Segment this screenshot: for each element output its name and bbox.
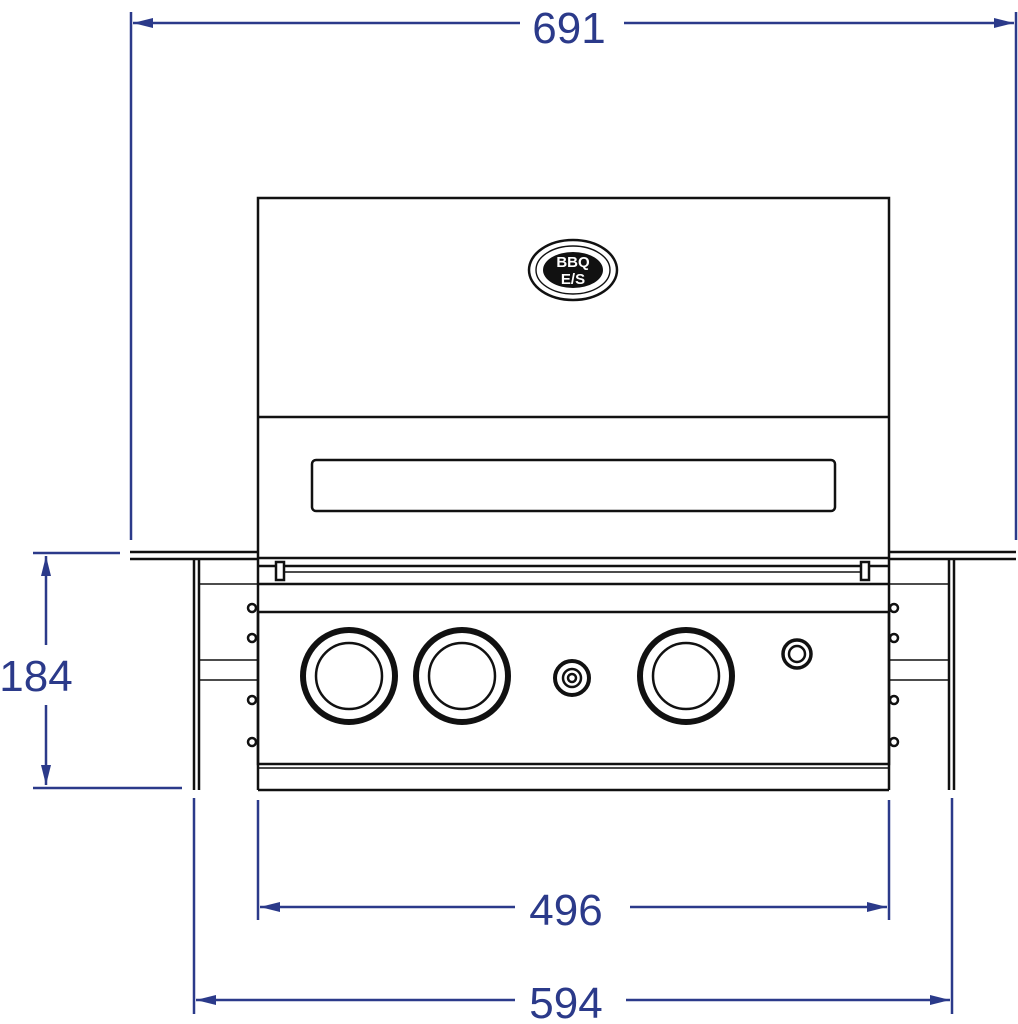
logo-top-text: BBQ [556,254,590,271]
dimension-body-width: 496 [256,800,891,935]
knob-icon [413,627,511,725]
light-switch-icon [781,638,813,670]
logo-bottom-text: E/S [561,271,585,288]
dimension-overall-width: 691 [129,4,1018,540]
dimension-cutout-width-label: 594 [529,979,602,1024]
dimension-height-label: 184 [0,652,73,701]
dimension-cutout-width: 594 [192,798,954,1024]
counter-flange [130,550,1016,790]
grill-body [246,559,900,792]
igniter-button-icon [553,659,591,697]
dimension-height: 184 [0,551,182,790]
knob-icon [300,627,398,725]
brand-logo: BBQ E/S [527,238,619,302]
knob-icon [637,627,735,725]
control-knobs [300,627,813,725]
lid-handle [310,458,837,513]
dimension-overall-width-label: 691 [532,4,605,53]
dimension-body-width-label: 496 [529,886,602,935]
grill-lid [256,196,891,560]
